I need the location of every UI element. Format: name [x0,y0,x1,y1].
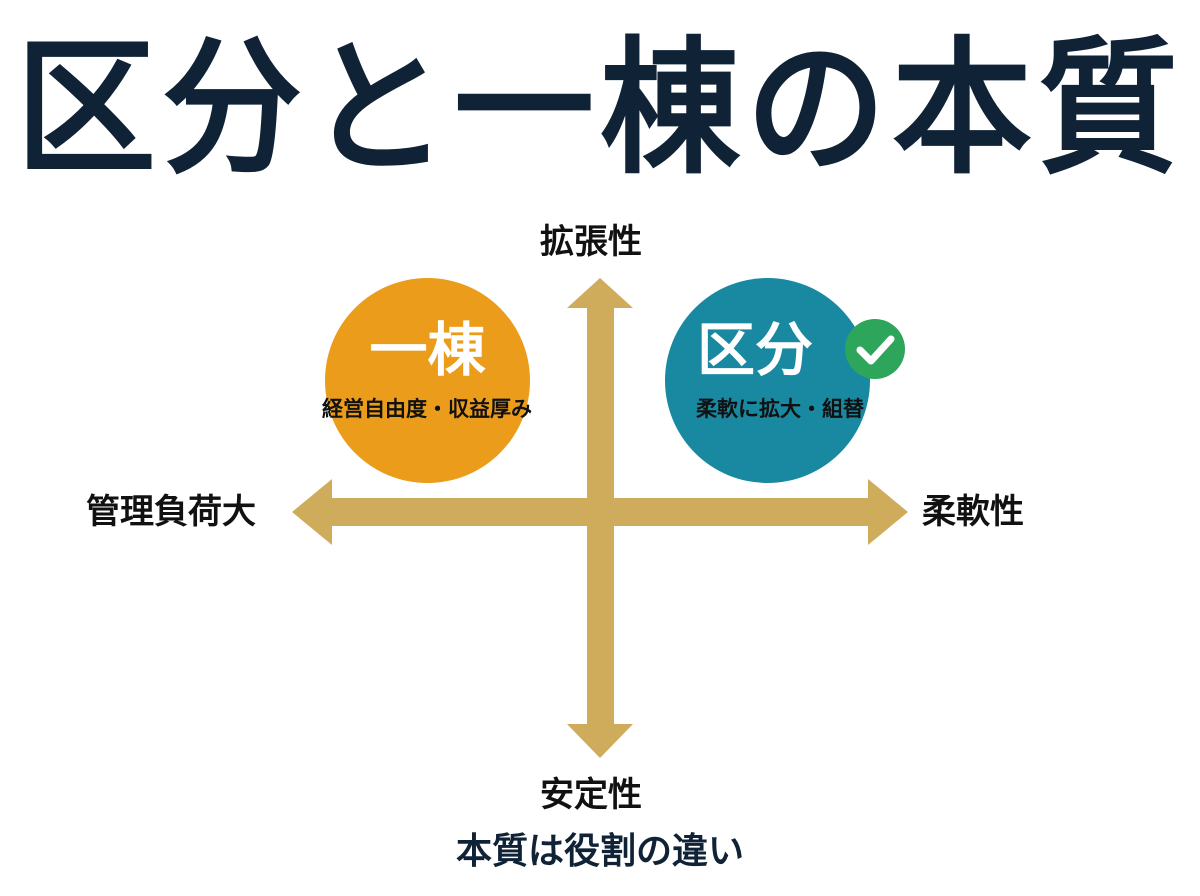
axis-label-bottom: 安定性 [540,775,642,815]
page-title: 区分と一棟の本質 [15,23,1184,196]
quadrant-desc-kubun: 柔軟に拡大・組替 [696,397,864,421]
quadrant-circle-kubun [665,278,870,483]
check-badge [845,319,905,379]
horizontal-axis-arrow [292,479,908,545]
axis-label-top: 拡張性 [540,222,642,262]
quadrant-circle-ittou [325,278,530,483]
arrow-down-icon [567,724,633,758]
quadrant-label-kubun: 区分 [696,316,813,384]
quadrant-label-ittou: 一棟 [369,316,486,384]
check-icon [856,335,895,365]
footer-caption: 本質は役割の違い [455,831,744,872]
arrow-right-icon [868,479,908,545]
axis-label-left: 管理負荷大 [86,492,256,532]
axis-label-right: 柔軟性 [922,492,1024,532]
arrow-left-icon [292,479,332,545]
arrow-up-icon [567,278,633,308]
quadrant-desc-ittou: 経営自由度・収益厚み [322,397,532,421]
